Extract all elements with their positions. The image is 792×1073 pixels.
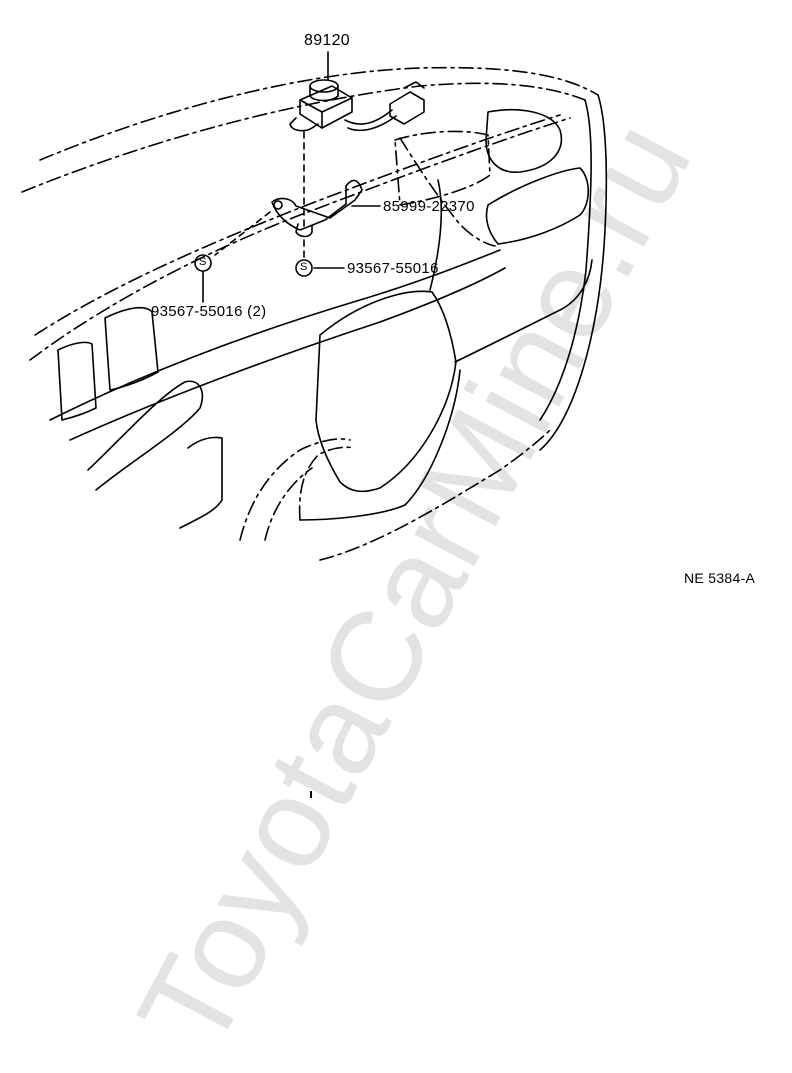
trim-strip — [87, 380, 204, 491]
cowl-line — [34, 114, 561, 336]
bolt-symbol-right-letter: S — [300, 261, 308, 273]
pillar-dash — [399, 137, 496, 247]
dash-upper-line — [49, 249, 501, 421]
door-frame-outer — [299, 369, 461, 521]
a-pillar-inner — [539, 99, 592, 421]
door-frame-dash — [298, 446, 356, 521]
vent-left — [57, 341, 97, 421]
window-center — [394, 130, 491, 206]
lower-panel — [179, 436, 223, 529]
bolt-symbol-left — [194, 254, 212, 272]
windshield-lower-edge — [29, 117, 571, 361]
install-line-bolt-left — [214, 211, 271, 256]
door-arc-inner — [239, 438, 351, 541]
pillar-trim-right — [485, 167, 590, 245]
window-right-upper — [485, 109, 563, 173]
rear-lower — [454, 259, 593, 363]
stray-mark — [310, 791, 312, 798]
door-glass — [315, 290, 457, 493]
lower-sill — [319, 429, 551, 561]
door-arc-outer — [264, 467, 313, 541]
dash-lower-line — [69, 267, 506, 441]
part-number-93567-55016-qty2: 93567-55016 (2) — [151, 303, 267, 320]
side-window-left — [104, 306, 159, 391]
center-pillar — [429, 179, 443, 291]
sensor-unit-89120 — [289, 79, 425, 132]
a-pillar-curve — [539, 94, 608, 451]
roof-outer-line — [39, 66, 599, 161]
part-number-93567-55016: 93567-55016 — [347, 260, 439, 277]
bolt-symbol-left-letter: S — [199, 256, 207, 268]
part-number-85999-22370: 85999-22370 — [383, 198, 475, 215]
bolt-symbol-right — [295, 259, 313, 277]
part-number-89120: 89120 — [304, 32, 350, 49]
bracket-85999-22370 — [271, 179, 363, 238]
figure-code: NE 5384-A — [684, 570, 756, 586]
roof-inner-line — [21, 82, 586, 193]
